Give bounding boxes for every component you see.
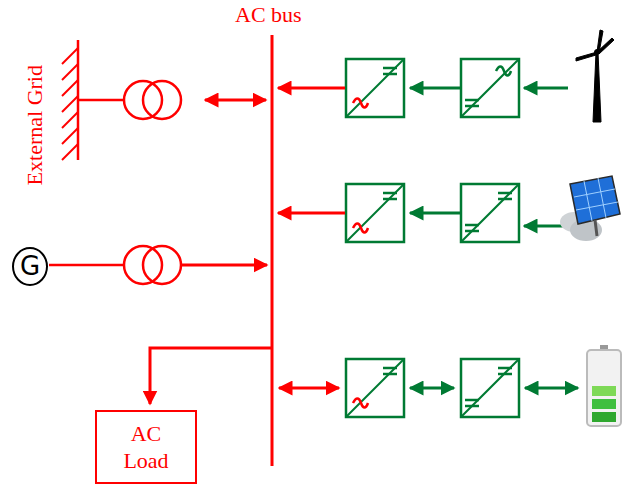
node-text: AC Load	[97, 420, 195, 475]
grid-label: External Grid	[22, 65, 48, 185]
load-box: AC Load	[95, 410, 197, 484]
node-text: G	[20, 250, 40, 283]
bus-label: AC bus	[235, 2, 302, 28]
generator-circle: G	[12, 247, 48, 286]
